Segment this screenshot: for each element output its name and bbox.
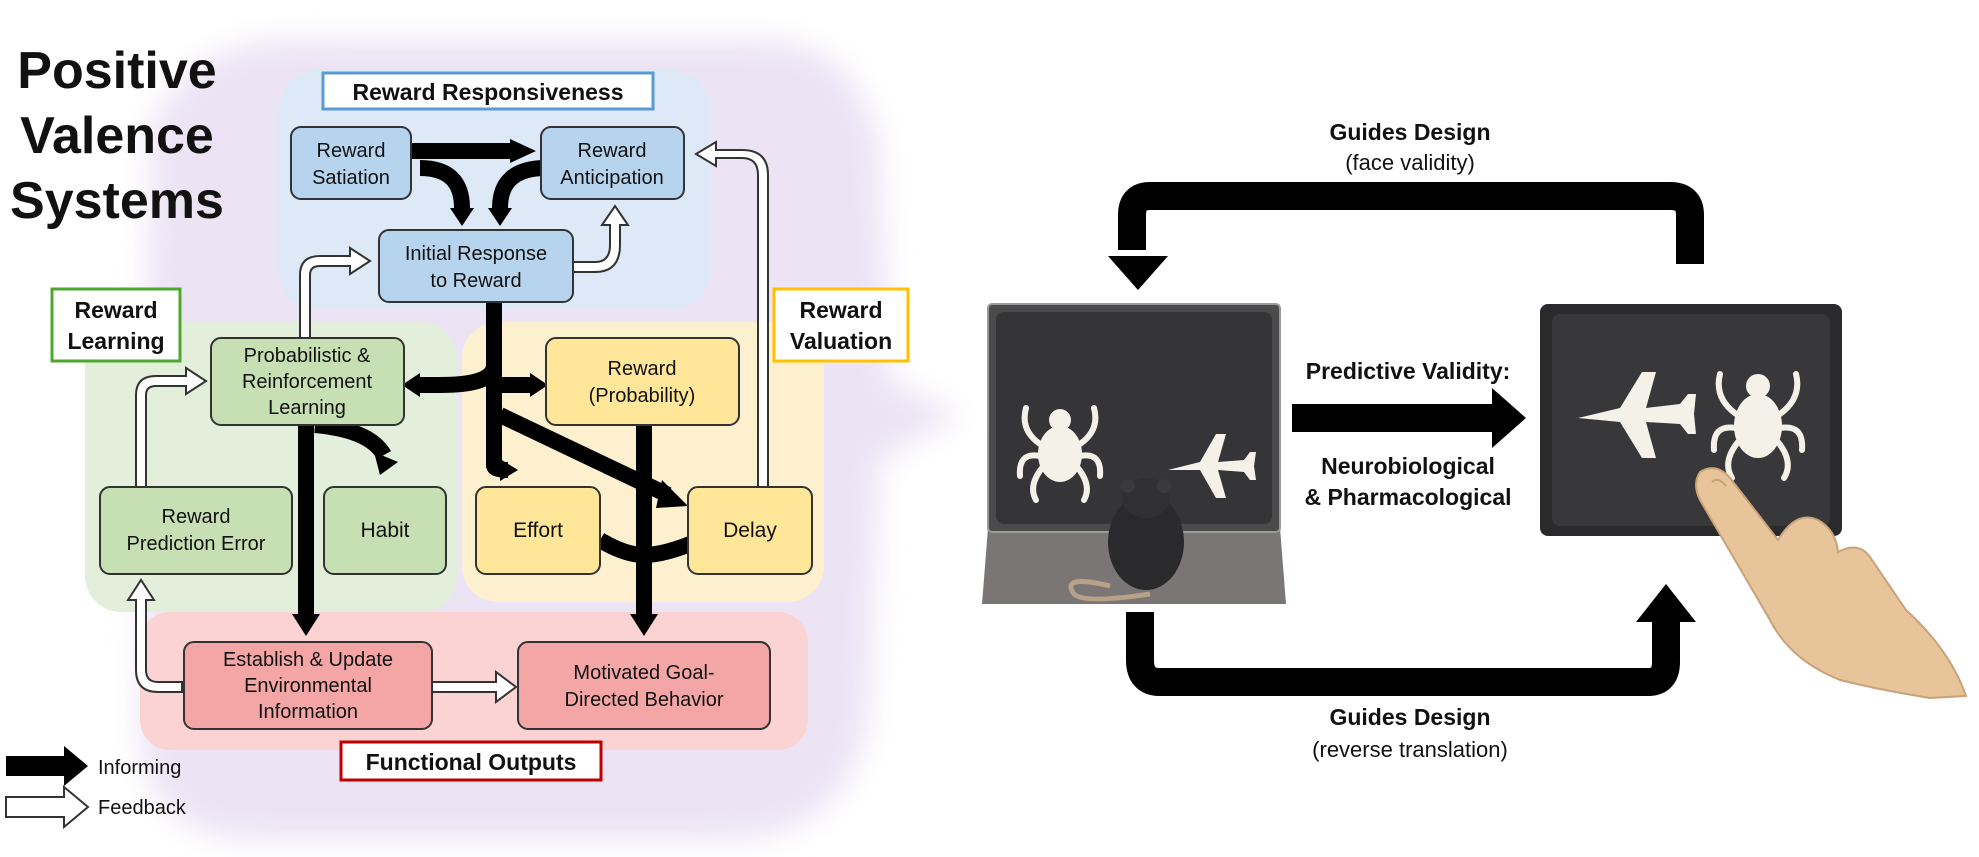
node-motivated-goal-behavior: Motivated Goal- Directed Behavior	[517, 641, 771, 730]
svg-text:Informing: Informing	[98, 757, 181, 779]
svg-text:Establish & Update: Establish & Update	[223, 649, 393, 671]
node-delay: Delay	[687, 486, 813, 575]
informing-arrowheads	[292, 139, 688, 636]
svg-text:Learning: Learning	[67, 328, 164, 354]
node-initial-response: Initial Response to Reward	[378, 229, 574, 303]
top-loop-label: Guides Design	[1329, 119, 1490, 145]
group-label-reward-responsiveness: Reward Responsiveness	[321, 71, 655, 111]
top-loop-arrowhead	[1108, 256, 1168, 290]
svg-text:Reinforcement: Reinforcement	[242, 371, 373, 393]
svg-text:Directed Behavior: Directed Behavior	[565, 689, 724, 711]
svg-text:Anticipation: Anticipation	[560, 167, 663, 189]
svg-text:Functional Outputs: Functional Outputs	[366, 749, 577, 775]
svg-text:(Probability): (Probability)	[589, 385, 696, 407]
svg-text:Initial Response: Initial Response	[405, 243, 547, 265]
human-touchscreen	[1540, 304, 1968, 700]
feedback-connectors	[126, 140, 769, 704]
predictive-validity-label: Predictive Validity:	[1306, 358, 1511, 384]
pointing-hand-icon	[1695, 467, 1968, 700]
svg-text:Satiation: Satiation	[312, 167, 390, 189]
svg-text:Reward: Reward	[74, 297, 157, 323]
svg-text:Reward: Reward	[799, 297, 882, 323]
node-reward-probability: Reward (Probability)	[545, 337, 740, 426]
section-title-line-1: Positive	[17, 42, 216, 100]
node-habit: Habit	[323, 486, 447, 575]
svg-text:to Reward: to Reward	[430, 270, 521, 292]
svg-text:Reward: Reward	[578, 140, 647, 162]
group-label-reward-learning: Reward Learning	[50, 287, 182, 363]
node-effort: Effort	[475, 486, 601, 575]
group-label-functional-outputs: Functional Outputs	[339, 740, 603, 782]
node-reward-prediction-error: Reward Prediction Error	[99, 486, 293, 575]
loop-arrows	[1108, 182, 1704, 696]
legend-informing: Informing	[6, 746, 181, 786]
svg-text:Motivated Goal-: Motivated Goal-	[573, 662, 714, 684]
node-reward-anticipation: Reward Anticipation	[540, 126, 685, 200]
predictive-validity-sub-1: Neurobiological	[1321, 453, 1495, 479]
spider-icon	[1016, 405, 1104, 503]
svg-text:Delay: Delay	[723, 519, 777, 542]
bottom-loop-arrowhead	[1636, 584, 1696, 622]
node-establish-update: Establish & Update Environmental Informa…	[183, 641, 433, 730]
airplane-icon	[1168, 434, 1256, 498]
legend: Informing Feedback	[5, 746, 187, 830]
svg-text:Information: Information	[258, 701, 358, 723]
legend-feedback: Feedback	[5, 784, 187, 830]
svg-text:Learning: Learning	[268, 397, 346, 419]
predictive-validity-sub-2: & Pharmacological	[1304, 484, 1511, 510]
svg-text:Habit: Habit	[360, 519, 409, 542]
svg-text:Probabilistic &: Probabilistic &	[244, 345, 371, 367]
svg-text:Reward: Reward	[162, 506, 231, 528]
bottom-loop-label: Guides Design	[1329, 704, 1490, 730]
svg-text:Reward Responsiveness: Reward Responsiveness	[352, 79, 623, 105]
node-reward-satiation: Reward Satiation	[290, 126, 412, 200]
svg-text:Reward: Reward	[608, 358, 677, 380]
section-title-line-3: Systems	[10, 172, 224, 230]
spider-icon-human	[1710, 371, 1806, 481]
bottom-loop-sublabel: (reverse translation)	[1312, 737, 1508, 762]
svg-text:Effort: Effort	[513, 519, 563, 542]
section-title-line-2: Valence	[20, 107, 214, 165]
group-label-reward-valuation: Reward Valuation	[772, 287, 910, 363]
svg-text:Feedback: Feedback	[98, 797, 187, 819]
airplane-icon-human	[1578, 372, 1696, 458]
svg-text:Valuation: Valuation	[790, 328, 892, 354]
svg-text:Environmental: Environmental	[244, 675, 372, 697]
top-loop-sublabel: (face validity)	[1345, 150, 1475, 175]
svg-text:Prediction Error: Prediction Error	[127, 533, 266, 555]
node-probabilistic-reinforcement: Probabilistic & Reinforcement Learning	[210, 337, 405, 426]
rodent-touchscreen	[982, 303, 1286, 604]
rat-icon	[1068, 478, 1184, 602]
predictive-arrow	[1292, 388, 1526, 448]
svg-text:Reward: Reward	[317, 140, 386, 162]
